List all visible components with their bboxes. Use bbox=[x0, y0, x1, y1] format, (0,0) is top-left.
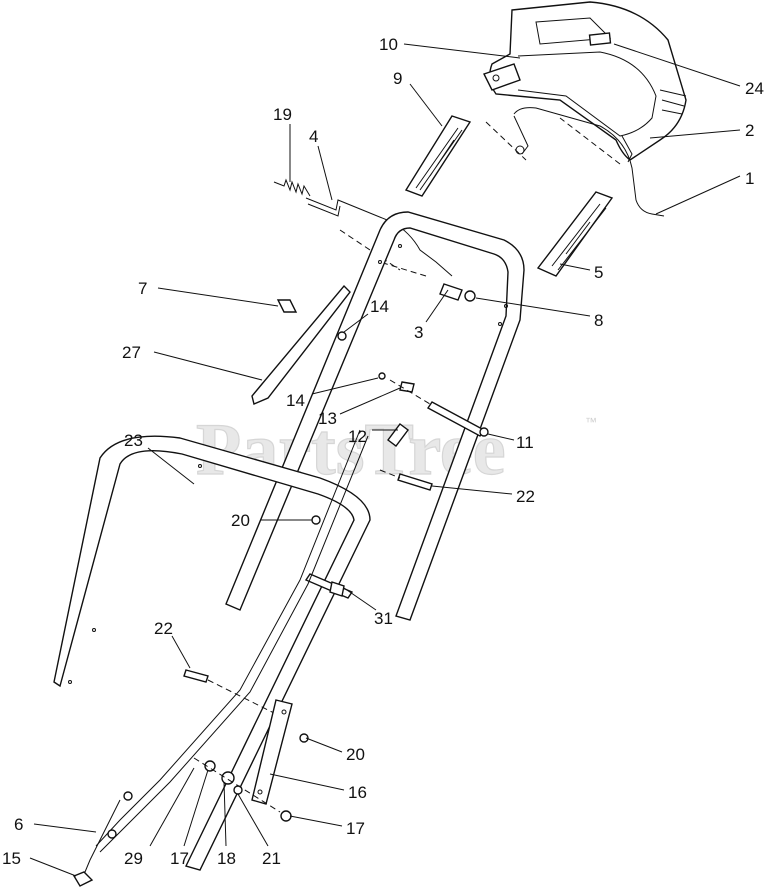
part-27-cable-guide bbox=[251, 284, 351, 405]
callout-6: 6 bbox=[14, 815, 23, 834]
callout-13: 13 bbox=[318, 409, 337, 428]
callout-10: 10 bbox=[379, 35, 398, 54]
part-14-nut bbox=[337, 331, 347, 341]
watermark-trademark: ™ bbox=[585, 415, 597, 429]
callout-16: 16 bbox=[348, 783, 367, 802]
callout-7: 7 bbox=[138, 279, 147, 298]
callout-23: 23 bbox=[124, 431, 143, 450]
part-20-nut bbox=[311, 515, 321, 525]
callout-15: 15 bbox=[2, 849, 21, 868]
callout-4: 4 bbox=[309, 127, 318, 146]
callout-27: 27 bbox=[122, 343, 141, 362]
pivot-hardware bbox=[378, 372, 489, 447]
callout-31: 31 bbox=[374, 609, 393, 628]
lower-hardware bbox=[193, 757, 292, 822]
part-15-cable-end bbox=[72, 871, 94, 887]
callout-1: 1 bbox=[745, 169, 754, 188]
part-24-label-plate bbox=[588, 32, 612, 46]
callout-22-lower: 22 bbox=[154, 619, 173, 638]
part-5-grip bbox=[536, 191, 614, 277]
part-22-bolt bbox=[379, 469, 433, 491]
callout-14-lower: 14 bbox=[286, 391, 305, 410]
callout-11: 11 bbox=[516, 433, 534, 452]
callout-12: 12 bbox=[348, 427, 367, 446]
callout-5: 5 bbox=[594, 263, 603, 282]
callout-17-right: 17 bbox=[346, 819, 365, 838]
part-31-cable-clamp bbox=[304, 573, 354, 599]
part-4-rod bbox=[305, 197, 453, 277]
part-3-adjuster bbox=[439, 283, 476, 302]
callout-2: 2 bbox=[745, 121, 754, 140]
part-20-nut-lower bbox=[299, 733, 309, 743]
part-23-lower-handle bbox=[53, 435, 371, 871]
callout-20-lower: 20 bbox=[346, 745, 365, 764]
callout-8: 8 bbox=[594, 311, 603, 330]
callout-18: 18 bbox=[217, 849, 236, 868]
part-7-clip bbox=[276, 299, 298, 313]
control-cables bbox=[79, 429, 369, 885]
part-19-spring bbox=[273, 178, 311, 197]
leader-lines bbox=[29, 43, 741, 877]
callout-3: 3 bbox=[414, 323, 423, 342]
callout-14-upper: 14 bbox=[370, 297, 389, 316]
callout-29: 29 bbox=[124, 849, 143, 868]
part-8-nut bbox=[464, 290, 476, 302]
callout-19: 19 bbox=[273, 105, 292, 124]
part-10-console bbox=[483, 1, 687, 163]
watermark: PartsTree ™ bbox=[195, 408, 597, 491]
part-9-grip bbox=[404, 115, 472, 197]
callout-17-left: 17 bbox=[170, 849, 189, 868]
callout-21: 21 bbox=[262, 849, 281, 868]
part-22-bolt-lower bbox=[183, 669, 281, 717]
part-16-bracket bbox=[251, 699, 293, 805]
callout-24: 24 bbox=[745, 79, 764, 98]
callout-22-upper: 22 bbox=[516, 487, 535, 506]
upper-handle bbox=[225, 211, 525, 621]
callout-20-upper: 20 bbox=[231, 511, 250, 530]
callout-9: 9 bbox=[393, 69, 402, 88]
callout-labels: 10 24 9 2 19 4 1 5 7 14 3 8 27 14 13 12 … bbox=[2, 35, 764, 868]
